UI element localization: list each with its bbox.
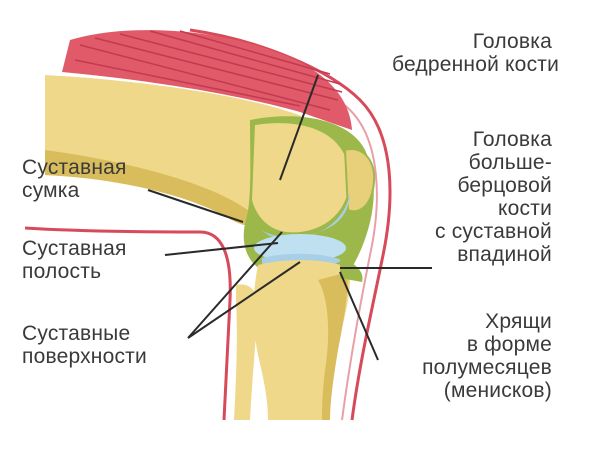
femur-condyle bbox=[252, 123, 350, 233]
tibia-shade bbox=[318, 272, 348, 420]
leader-joint-surfaces-2 bbox=[187, 261, 301, 339]
label-menisci-line3: полумесяцев bbox=[422, 356, 552, 379]
cartilage-femur bbox=[258, 192, 350, 239]
label-joint-cavity: Суставная полость bbox=[22, 237, 127, 283]
label-tibia-head-line1: Головка bbox=[472, 128, 552, 151]
label-joint-capsule-line1: Суставная bbox=[22, 156, 127, 179]
label-joint-cavity-line1: Суставная bbox=[22, 237, 127, 260]
label-joint-surfaces-line1: Суставные bbox=[22, 322, 131, 345]
femur-shade bbox=[45, 150, 285, 228]
label-menisci: Хрящи в форме полумесяцев (менисков) bbox=[382, 310, 552, 402]
leader-femur-head bbox=[279, 74, 319, 181]
leader-menisci bbox=[339, 271, 379, 361]
label-menisci-line1: Хрящи bbox=[485, 310, 552, 333]
patella bbox=[343, 148, 376, 213]
label-menisci-line4: (менисков) bbox=[443, 379, 552, 402]
leader-joint-cavity bbox=[164, 242, 279, 256]
fibula-bone bbox=[234, 284, 258, 420]
label-joint-cavity-line2: полость bbox=[22, 260, 102, 283]
thigh-muscle bbox=[62, 30, 352, 130]
label-tibia-head-line3: берцовой bbox=[457, 174, 552, 197]
leader-lines bbox=[147, 74, 432, 361]
label-tibia-head-line6: впадиной bbox=[457, 243, 552, 266]
muscle-fibers bbox=[74, 30, 343, 111]
leader-joint-capsule bbox=[147, 189, 244, 223]
joint-cavity bbox=[254, 234, 346, 262]
label-tibia-head-line5: с суставной bbox=[434, 220, 552, 243]
leader-joint-surfaces-1 bbox=[187, 231, 283, 339]
label-femur-head-line1: Головка bbox=[472, 30, 552, 53]
label-joint-capsule: Суставная сумка bbox=[22, 156, 127, 202]
label-joint-surfaces: Суставные поверхности bbox=[22, 322, 147, 368]
skin-outline-back bbox=[24, 226, 232, 421]
label-joint-surfaces-line2: поверхности bbox=[22, 345, 147, 368]
label-tibia-head-line4: кости bbox=[498, 197, 552, 220]
meniscus bbox=[340, 258, 363, 282]
label-menisci-line2: в форме bbox=[466, 333, 552, 356]
label-femur-head-line2: бедренной кости bbox=[392, 53, 560, 76]
label-femur-head: Головка бедренной кости bbox=[392, 30, 560, 76]
label-tibia-head-line2: больше- bbox=[468, 151, 552, 174]
label-tibia-head: Головка больше- берцовой кости с суставн… bbox=[402, 128, 552, 266]
label-joint-capsule-line2: сумка bbox=[22, 179, 80, 202]
